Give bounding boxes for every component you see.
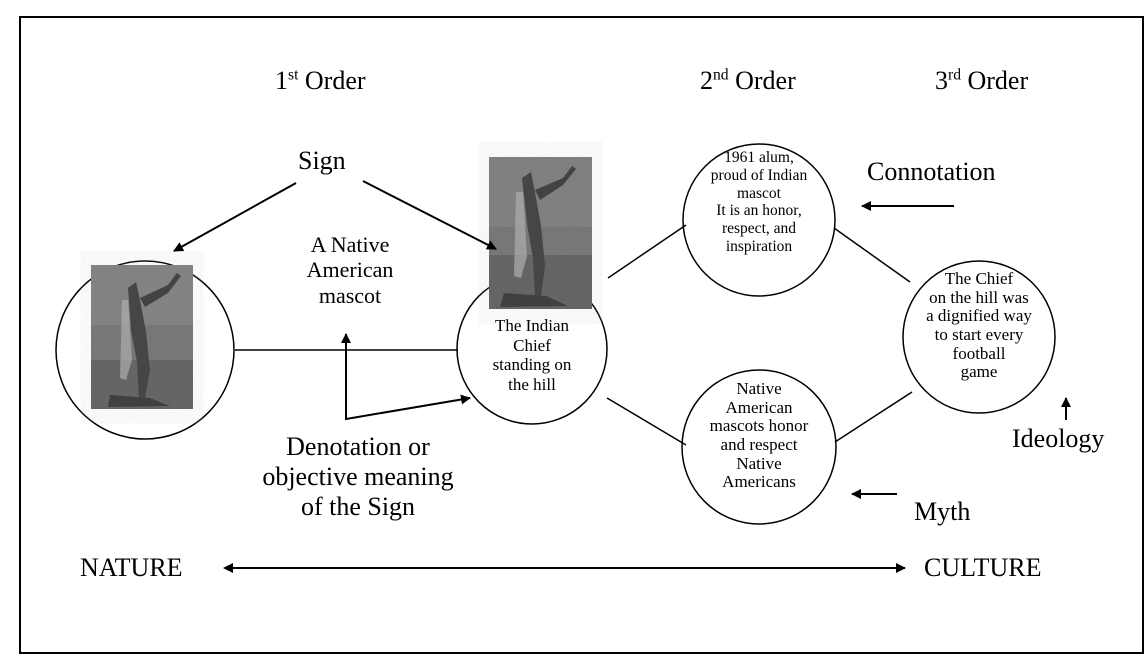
header-first-order: 1st Order xyxy=(275,66,366,95)
photo-chief-left xyxy=(91,265,193,409)
circle-myth xyxy=(681,369,837,525)
connector-chief-to-myth xyxy=(606,397,687,446)
connector-myth-to-ideology xyxy=(834,391,913,443)
label-culture: CULTURE xyxy=(924,553,1042,582)
label-nature: NATURE xyxy=(80,553,183,582)
label-connotation: Connotation xyxy=(867,157,996,186)
label-sign: Sign xyxy=(298,146,346,175)
label-ideology: Ideology xyxy=(1012,424,1105,453)
node-myth-text: Native American mascots honor and respec… xyxy=(709,379,809,492)
circle-sign-image xyxy=(55,260,235,440)
circle-alum xyxy=(682,143,836,297)
arrow-denotation-right xyxy=(345,394,471,420)
node-indian-chief-text: The Indian Chief standing on the hill xyxy=(492,316,572,394)
photo-chief-center xyxy=(489,157,592,309)
arrow-sign-left xyxy=(173,182,297,252)
connector-chief-to-alum xyxy=(607,224,687,279)
node-ideology-text: The Chief on the hill was a dignified wa… xyxy=(926,269,1032,382)
header-third-order: 3rd Order xyxy=(935,66,1029,95)
diagram-frame xyxy=(19,16,1144,654)
connector-alum-to-ideology xyxy=(833,227,911,283)
node-alum-text: 1961 alum, proud of Indian mascot It is … xyxy=(710,149,808,256)
header-second-order: 2nd Order xyxy=(700,66,796,95)
label-myth: Myth xyxy=(914,497,971,526)
circle-ideology xyxy=(902,260,1056,414)
label-native-american-mascot: A Native American mascot xyxy=(306,232,394,308)
label-denotation: Denotation or objective meaning of the S… xyxy=(262,432,454,521)
arrow-sign-right xyxy=(362,180,497,250)
